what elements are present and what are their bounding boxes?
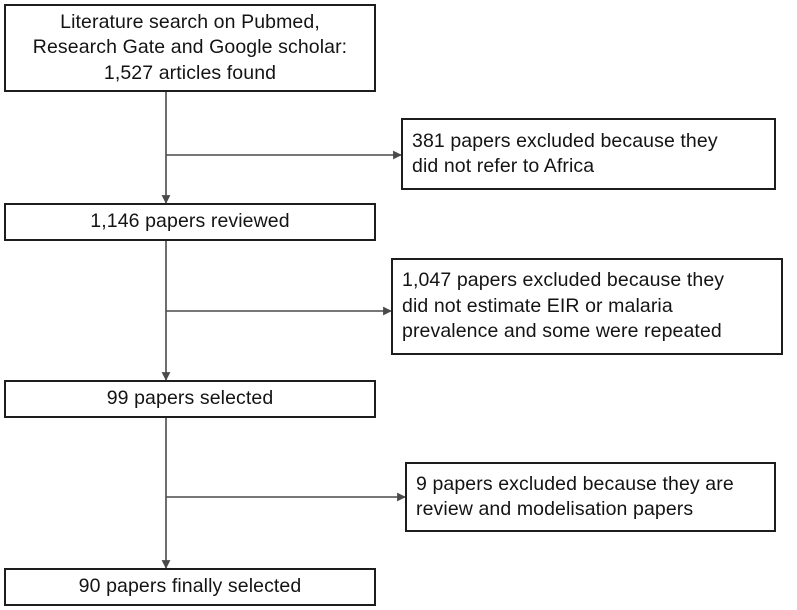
flow-node-search-line: Research Gate and Google scholar: [32,36,348,59]
flow-node-excluded-review-line: review and modelisation papers [416,498,694,520]
flow-node-excluded-africa-line: 381 papers excluded because they [412,129,718,152]
flow-node-excluded-review: 9 papers excluded because they are review… [405,462,776,532]
flow-node-final: 90 papers finally selected [4,568,376,606]
flow-node-excluded-review-line: 9 papers excluded because they are [416,472,734,495]
flow-node-selected-line: 99 papers selected [106,387,274,410]
flow-node-excluded-africa-line: did not refer to Africa [412,155,595,177]
flow-node-search-line: Literature search on Pubmed, [60,10,320,33]
flow-node-search: Literature search on Pubmed, Research Gat… [4,4,376,92]
flow-node-final-line: 90 papers finally selected [78,575,302,598]
flow-node-selected: 99 papers selected [4,380,376,418]
flow-node-excluded-africa: 381 papers excluded because they did not … [401,118,776,190]
flow-node-search-line: 1,527 articles found [103,61,277,84]
flow-node-excluded-eir-line: prevalence and some were repeated [402,320,722,343]
flow-node-excluded-eir-line: did not estimate EIR or malaria [402,294,673,317]
flow-node-reviewed: 1,146 papers reviewed [4,203,376,241]
flow-node-reviewed-line: 1,146 papers reviewed [90,210,290,233]
flow-node-excluded-eir-line: 1,047 papers excluded because they [402,269,725,292]
